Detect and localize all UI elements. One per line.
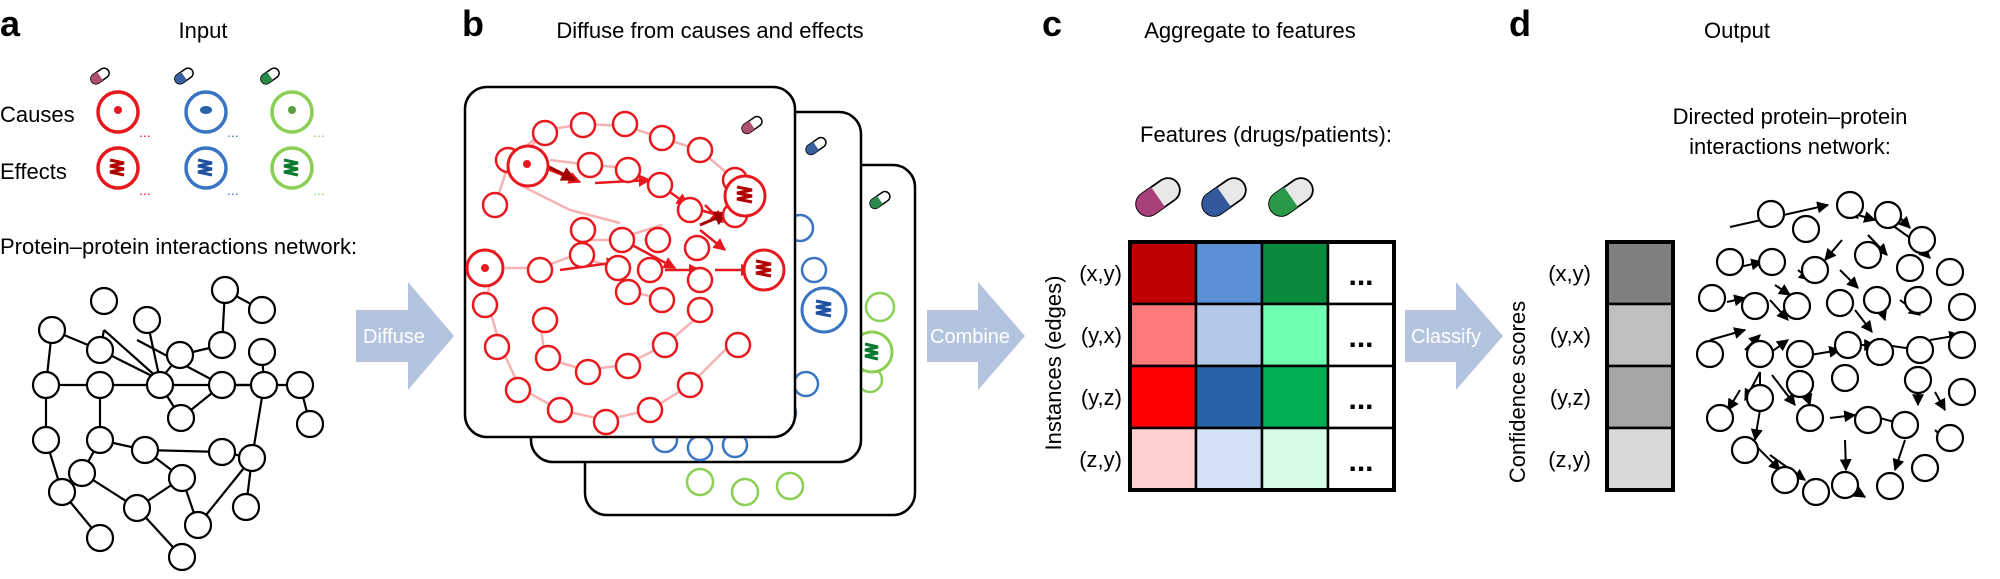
cause-node-red — [96, 90, 140, 134]
confidence-score-cell — [1605, 426, 1675, 492]
matrix-cell — [1128, 426, 1198, 492]
confidence-border — [1605, 240, 1675, 492]
directed-ppi-network — [1695, 190, 1977, 507]
effect-node-red — [96, 146, 140, 190]
feature-pill-red — [1135, 177, 1181, 217]
cause-node-green — [270, 90, 314, 134]
cause-ellipsis-blue: ... — [227, 124, 239, 140]
panel-b: b Diffuse from causes and effects — [462, 3, 917, 517]
pill-icon-green — [869, 190, 891, 210]
cause-ellipsis-red: ... — [139, 124, 151, 140]
panel-label-c: c — [1042, 3, 1062, 44]
matrix-cell — [1128, 240, 1198, 306]
cause-node-blue — [184, 90, 228, 134]
classify-arrow-label: Classify — [1411, 326, 1481, 348]
diffuse-arrow: Diffuse — [356, 282, 454, 390]
confidence-row-label: (y,x) — [1550, 323, 1591, 348]
matrix-row-label: (x,y) — [1079, 261, 1122, 286]
diffuse-arrow-label: Diffuse — [363, 326, 425, 348]
pill-icon-blue — [174, 67, 194, 85]
matrix-cell — [1194, 426, 1264, 492]
matrix-row-label: (z,y) — [1079, 447, 1122, 472]
pill-icon-red — [90, 67, 110, 85]
matrix-row-label: (y,x) — [1081, 323, 1122, 348]
combine-arrow-label: Combine — [930, 326, 1010, 348]
confidence-row-label: (y,z) — [1550, 385, 1591, 410]
confidence-row-label: (z,y) — [1548, 447, 1591, 472]
panel-d-title: Output — [1704, 18, 1770, 43]
effect-ellipsis-green: ... — [313, 182, 325, 198]
instances-axis-label: Instances (edges) — [1041, 276, 1066, 451]
matrix-cell — [1194, 302, 1264, 368]
matrix-cell — [1128, 364, 1198, 430]
pill-icon-red — [741, 115, 763, 135]
matrix-cell — [1260, 364, 1330, 430]
panel-label-b: b — [462, 3, 484, 44]
panel-a-title: Input — [179, 18, 228, 43]
cause-ellipsis-green: ... — [313, 124, 325, 140]
confidence-axis-label: Confidence scores — [1505, 301, 1530, 483]
classify-arrow: Classify — [1405, 282, 1503, 390]
effect-ellipsis-red: ... — [139, 182, 151, 198]
feature-matrix: ............ (x,y) (y,x) (y,z) (z,y) — [1079, 240, 1396, 492]
pill-icon-blue — [805, 136, 827, 156]
panel-a: a Input Causes Effects ... ... — [0, 3, 357, 572]
matrix-ellipsis: ... — [1348, 383, 1373, 416]
panel-label-d: d — [1509, 3, 1531, 44]
panel-b-title: Diffuse from causes and effects — [556, 18, 863, 43]
ppi-network-label: Protein–protein interactions network: — [0, 234, 357, 259]
combine-arrow: Combine — [927, 282, 1025, 390]
confidence-score-cell — [1605, 302, 1675, 368]
matrix-ellipsis: ... — [1348, 445, 1373, 478]
pill-icon-green — [260, 67, 280, 85]
effects-label: Effects — [0, 159, 67, 184]
diffusion-card-red — [463, 85, 797, 439]
matrix-cell — [1326, 302, 1396, 368]
effect-node-blue — [184, 146, 228, 190]
matrix-cell — [1194, 364, 1264, 430]
panel-c: c Aggregate to features Features (drugs/… — [1041, 3, 1396, 492]
features-label: Features (drugs/patients): — [1140, 122, 1392, 147]
matrix-cell — [1260, 240, 1330, 306]
matrix-cell — [1260, 302, 1330, 368]
panel-label-a: a — [0, 3, 21, 44]
effect-node-green — [270, 146, 314, 190]
directed-network-label-line2: interactions network: — [1689, 134, 1891, 159]
confidence-score-cell — [1605, 364, 1675, 430]
confidence-scores-column: (x,y) (y,x) (y,z) (z,y) — [1548, 240, 1675, 492]
matrix-row-label: (y,z) — [1081, 385, 1122, 410]
confidence-row-label: (x,y) — [1548, 261, 1591, 286]
confidence-score-cell — [1605, 240, 1675, 306]
matrix-cell — [1128, 302, 1198, 368]
directed-network-label-line1: Directed protein–protein — [1673, 104, 1908, 129]
matrix-cell — [1260, 426, 1330, 492]
matrix-ellipsis: ... — [1348, 259, 1373, 292]
matrix-border — [1128, 240, 1396, 492]
panel-c-title: Aggregate to features — [1144, 18, 1356, 43]
feature-pill-blue — [1201, 177, 1247, 217]
ppi-network — [31, 275, 325, 572]
feature-pill-green — [1268, 177, 1314, 217]
panel-d: d Output Directed protein–protein intera… — [1505, 3, 1977, 507]
matrix-cell — [1194, 240, 1264, 306]
matrix-ellipsis: ... — [1348, 321, 1373, 354]
causes-label: Causes — [0, 102, 75, 127]
effect-ellipsis-blue: ... — [227, 182, 239, 198]
